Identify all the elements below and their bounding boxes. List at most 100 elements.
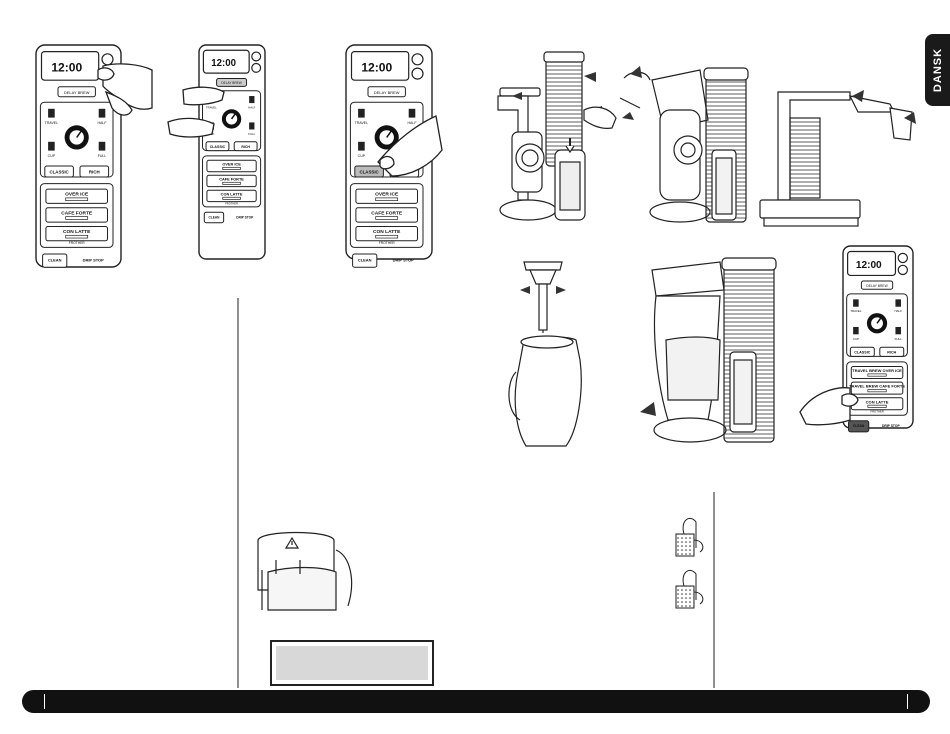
note-box-fill <box>276 646 428 680</box>
delay-brew-label: DELAY BREW <box>866 284 888 288</box>
carafe-lid-closeup <box>257 531 353 611</box>
delay-brew-label: DELAY BREW <box>221 81 241 85</box>
specialty-label: CON LATTE <box>63 229 91 235</box>
specialty-label: OVER ICE <box>65 192 89 198</box>
cup-size-icon <box>48 141 55 151</box>
specialty-indicator <box>867 404 887 408</box>
cup-size-icon <box>408 108 416 118</box>
brew-style-button-rich <box>79 165 110 178</box>
arrow-icon <box>852 90 916 124</box>
size-label-half: HALF <box>98 121 107 125</box>
minute-button <box>897 264 909 276</box>
whisk-and-carafe-illustration <box>508 261 582 447</box>
arrow-icon <box>520 286 566 294</box>
specialty-label: CAFE FORTE <box>371 210 403 216</box>
drip-stop-label: DRIP STOP <box>83 258 105 263</box>
size-dial-cap <box>870 316 884 331</box>
cup-size-icon <box>98 141 106 151</box>
specialty-label: OVER ICE <box>222 162 241 167</box>
size-label-travel: TRAVEL <box>45 121 58 125</box>
specialty-indicator <box>65 197 89 201</box>
specialty-indicator <box>222 181 241 185</box>
footer-right-tick <box>907 694 908 709</box>
specialty-button <box>850 381 904 395</box>
delay-brew-button <box>57 86 96 98</box>
specialty-indicator <box>375 234 399 239</box>
size-dial-cap <box>224 112 239 126</box>
brew-style-label-classic: CLASSIC <box>854 351 870 355</box>
brew-style-label-classic: CLASSIC <box>210 145 226 149</box>
delay-brew-label: DELAY BREW <box>64 90 90 95</box>
brew-style-label-classic: CLASSIC <box>49 170 69 175</box>
clean-label: CLEAN <box>853 424 865 428</box>
size-label-travel: TRAVEL <box>850 309 862 313</box>
size-dial-cap <box>68 129 85 146</box>
frother-label: FROTHER <box>870 410 883 414</box>
specialty-button <box>355 207 418 223</box>
size-label-half: HALF <box>248 105 255 109</box>
size-label-full: FULL <box>98 154 107 158</box>
cup-size-icon <box>249 96 255 104</box>
specialty-label: CON LATTE <box>221 191 243 196</box>
brew-style-button-classic <box>44 165 74 178</box>
delay-brew-button <box>860 280 894 290</box>
clock-readout: 12:00 <box>856 260 882 271</box>
drip-stop-label: DRIP STOP <box>882 424 900 428</box>
cup-size-icon <box>895 326 901 335</box>
size-dial-pointer <box>386 129 393 138</box>
clock-display <box>350 50 410 81</box>
specialty-indicator <box>65 216 89 220</box>
brew-style-label-rich: RICH <box>887 351 896 355</box>
specialty-label: TRAVEL BREW CAFE FORTE <box>849 384 905 389</box>
clean-label: CLEAN <box>358 258 372 263</box>
clock-readout: 12:00 <box>211 58 236 69</box>
delay-brew-label: DELAY BREW <box>374 90 400 95</box>
clock-display <box>202 49 250 74</box>
hand-pressing-clock-buttons <box>97 63 153 116</box>
size-dial-pointer <box>876 316 883 324</box>
brew-style-button-classic <box>205 141 230 152</box>
specialty-button <box>45 188 108 204</box>
specialty-button <box>45 207 108 223</box>
hour-button <box>251 51 262 62</box>
clock-readout: 12:00 <box>51 60 82 74</box>
frother-in-cup-icon <box>675 570 704 609</box>
language-tab: DANSK <box>925 34 950 106</box>
reservoir-removal-illustration <box>497 51 586 221</box>
frother-label: FROTHER <box>225 201 238 205</box>
specialty-button <box>355 188 418 204</box>
specialty-indicator <box>375 216 399 220</box>
hour-button <box>897 252 909 264</box>
brew-style-button-classic <box>849 346 875 357</box>
specialty-indicator <box>867 389 887 393</box>
hand-pressing-classic <box>377 115 443 177</box>
size-label-full: FULL <box>248 132 255 136</box>
hour-button <box>101 53 114 66</box>
cup-size-icon <box>358 141 365 151</box>
cup-size-icon <box>249 122 255 130</box>
size-label-cup: CUP <box>48 154 56 158</box>
size-label-half: HALF <box>408 121 417 125</box>
specialty-button <box>850 366 904 379</box>
clean-button <box>42 253 68 268</box>
hour-button <box>411 53 424 66</box>
size-label-cup: CUP <box>358 154 366 158</box>
machine-with-carafe-illustration <box>651 257 777 443</box>
arrow-icon <box>622 66 642 120</box>
specialty-indicator <box>375 197 399 201</box>
size-label-cup: CUP <box>853 337 859 341</box>
note-box <box>270 640 434 686</box>
brew-style-button-rich <box>879 346 905 357</box>
frother-label: FROTHER <box>69 241 86 245</box>
clean-label: CLEAN <box>209 215 221 219</box>
specialty-indicator <box>222 166 241 170</box>
brew-style-label-rich: RICH <box>89 170 100 175</box>
specialty-label: OVER ICE <box>375 192 399 198</box>
size-dial-pointer <box>76 129 83 138</box>
cup-size-icon <box>358 108 365 118</box>
cup-size-icon <box>895 299 901 307</box>
specialty-label: CON LATTE <box>866 399 889 404</box>
